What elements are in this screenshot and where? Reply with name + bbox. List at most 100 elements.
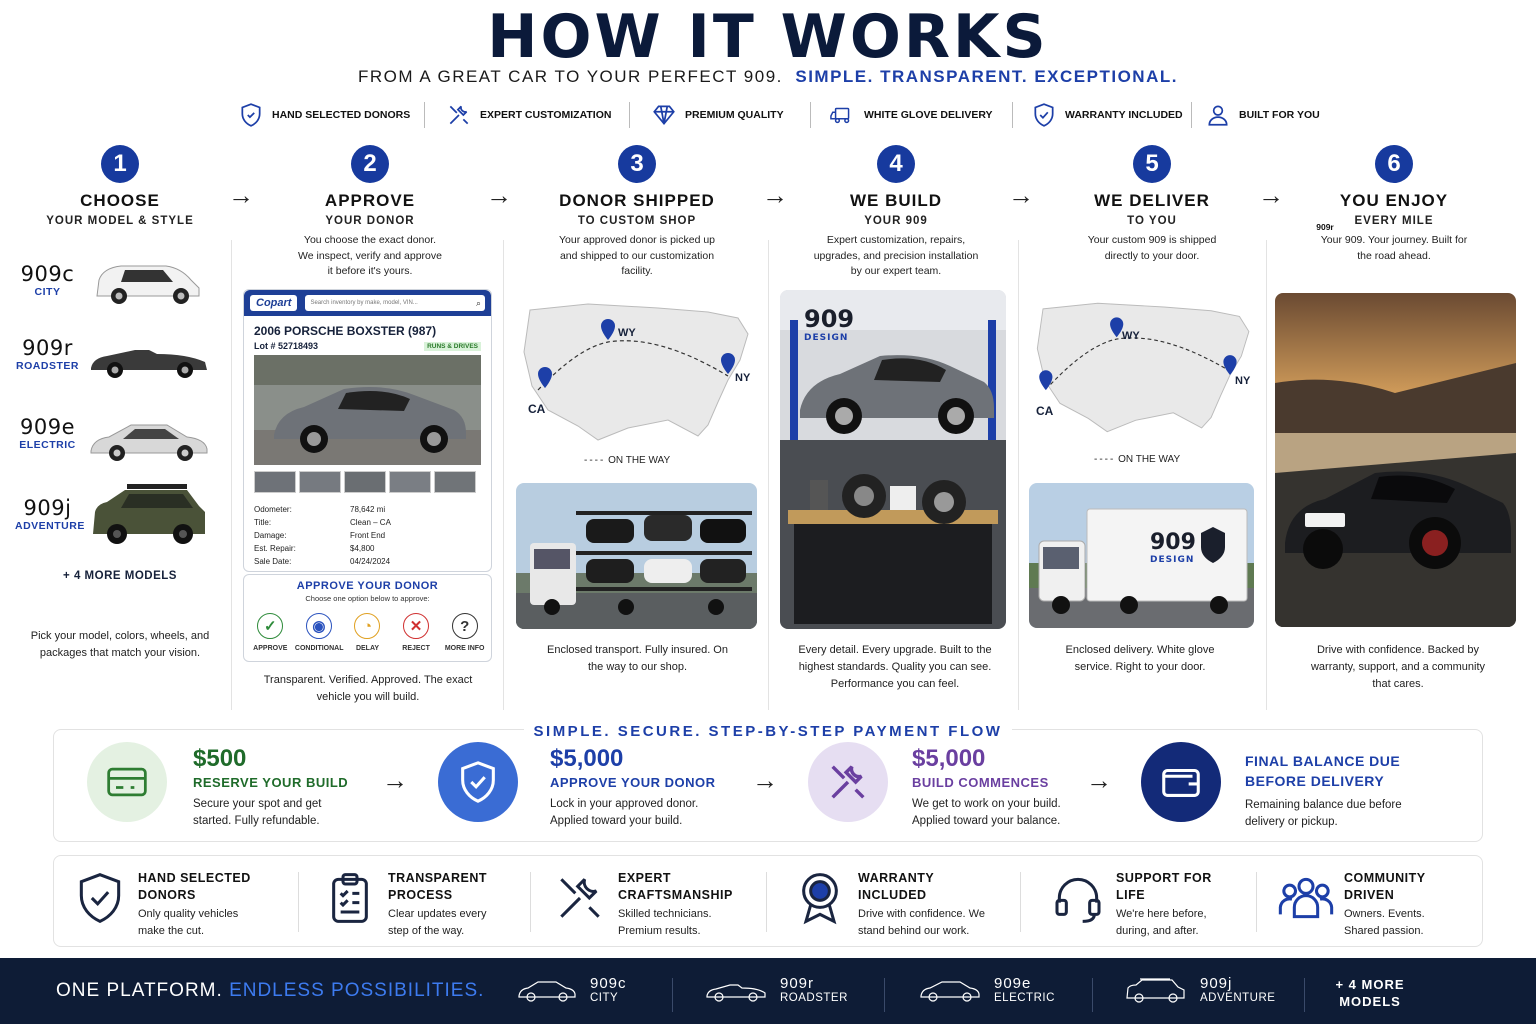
shield-check-icon — [1034, 103, 1054, 127]
feature-premium-quality: PREMIUM QUALITY — [651, 100, 784, 130]
payment-flow-title: SIMPLE. SECURE. STEP-BY-STEP PAYMENT FLO… — [0, 723, 1536, 740]
arrow-right-icon: → — [1086, 765, 1112, 795]
community-icon — [1278, 877, 1334, 919]
route-map-delivery — [1030, 290, 1260, 460]
payment-step-approve: $5,000 APPROVE YOUR DONOR Lock in your a… — [550, 745, 716, 827]
delay-button[interactable]: ◔DELAY — [343, 613, 391, 652]
payment-step-final: FINAL BALANCE DUE BEFORE DELIVERY Remain… — [1245, 753, 1402, 828]
arrow-right-icon: → — [752, 765, 778, 795]
payment-step-reserve: $500 RESERVE YOUR BUILD Secure your spot… — [193, 745, 349, 827]
step-6-caption: Drive with confidence. Backed by warrant… — [1310, 644, 1486, 690]
route-map — [518, 290, 758, 470]
footer-bar — [0, 958, 1536, 1024]
car-outline-icon — [1126, 977, 1185, 1003]
approve-button[interactable]: ✓APPROVE — [246, 613, 294, 652]
thumbnail[interactable] — [344, 471, 386, 493]
listing-title: 2006 PORSCHE BOXSTER (987) — [254, 324, 437, 338]
map-legend: ---- ON THE WAY — [1094, 454, 1181, 465]
step-3: 3 DONOR SHIPPED TO CUSTOM SHOP Your appr… — [522, 145, 752, 280]
conditional-button[interactable]: ◉CONDITIONAL — [295, 613, 344, 652]
x-icon: ✕ — [403, 613, 430, 639]
page-subtitle: FROM A GREAT CAR TO YOUR PERFECT 909. SI… — [0, 67, 1536, 87]
map-label-to: NY — [1235, 375, 1251, 387]
step-4-caption: Every detail. Every upgrade. Built to th… — [798, 644, 992, 690]
person-icon — [1208, 105, 1228, 126]
thumbnail[interactable] — [254, 471, 296, 493]
delivery-truck-photo — [1029, 483, 1254, 628]
feature-built-for-you: BUILT FOR YOU — [1205, 100, 1320, 130]
footer-slogan: ONE PLATFORM. ENDLESS POSSIBILITIES. — [56, 980, 485, 1001]
step-2-caption: Transparent. Verified. Approved. The exa… — [263, 674, 473, 703]
feature-warranty: WARRANTY INCLUDED — [1031, 100, 1183, 130]
license-plate: 909r — [1316, 222, 1334, 232]
step-2: 2 APPROVE YOUR DONOR You choose the exac… — [255, 145, 485, 280]
benefits-panel — [53, 855, 1483, 947]
tools-icon — [449, 105, 469, 125]
arrow-right-icon: → — [762, 180, 788, 210]
map-label-via: WY — [618, 327, 636, 339]
coastal-drive-photo — [1275, 293, 1516, 627]
car-city-icon — [96, 265, 200, 304]
car-outline-icon — [706, 983, 766, 1002]
headset-icon — [1055, 877, 1101, 923]
car-adventure-icon — [93, 484, 205, 544]
question-icon: ? — [451, 613, 478, 639]
car-outline-icon — [518, 980, 576, 1002]
step-4: 4 WE BUILD YOUR 909 Expert customization… — [781, 145, 1011, 280]
search-input[interactable]: Search inventory by make, model, VIN...⌕ — [305, 295, 485, 311]
award-icon — [802, 873, 838, 925]
approve-donor-panel: APPROVE YOUR DONOR Choose one option bel… — [243, 574, 492, 662]
search-icon[interactable]: ⌕ — [475, 297, 481, 308]
step-title: CHOOSE — [80, 191, 160, 210]
feature-expert-customization: EXPERT CUSTOMIZATION — [446, 100, 611, 130]
arrow-right-icon: → — [486, 180, 512, 210]
thumbnail[interactable] — [389, 471, 431, 493]
payment-step-build: $5,000 BUILD COMMENCES We get to work on… — [912, 745, 1061, 827]
car-carrier-photo — [516, 483, 757, 629]
check-icon: ✓ — [257, 613, 284, 639]
step-3-caption: Enclosed transport. Fully insured. On th… — [547, 644, 728, 673]
thumbnail-strip — [254, 471, 481, 493]
map-label-from: CA — [528, 402, 546, 416]
lot-number: Lot # 52718493 — [254, 341, 319, 351]
step-6: 6 YOU ENJOY EVERY MILE Your 909. Your jo… — [1279, 145, 1509, 264]
step-number: 1 — [101, 145, 139, 183]
step-5: 5 WE DELIVER TO YOU Your custom 909 is s… — [1037, 145, 1267, 264]
car-roadster-icon — [91, 350, 207, 378]
truck-icon — [830, 107, 850, 124]
reject-button[interactable]: ✕REJECT — [392, 613, 440, 652]
more-models-link[interactable]: + 4 MORE MODELS — [63, 570, 177, 582]
clock-icon: ◔ — [354, 613, 381, 639]
feature-hand-selected: HAND SELECTED DONORS — [238, 100, 410, 130]
shield-check-icon — [79, 873, 121, 923]
wallet-icon — [1141, 742, 1221, 822]
arrow-right-icon: → — [382, 765, 408, 795]
map-label-from: CA — [1036, 404, 1054, 418]
arrow-right-icon: → — [1008, 180, 1034, 210]
thumbnail[interactable] — [434, 471, 476, 493]
status-badge: RUNS & DRIVES — [424, 341, 481, 351]
step-5-caption: Enclosed delivery. White glove service. … — [1065, 644, 1215, 673]
arrow-right-icon: → — [228, 180, 254, 210]
more-info-button[interactable]: ?MORE INFO — [441, 613, 489, 652]
listing-photo[interactable] — [254, 355, 481, 465]
thumbnail[interactable] — [299, 471, 341, 493]
card-icon — [87, 742, 167, 822]
eye-icon: ◉ — [305, 613, 332, 639]
